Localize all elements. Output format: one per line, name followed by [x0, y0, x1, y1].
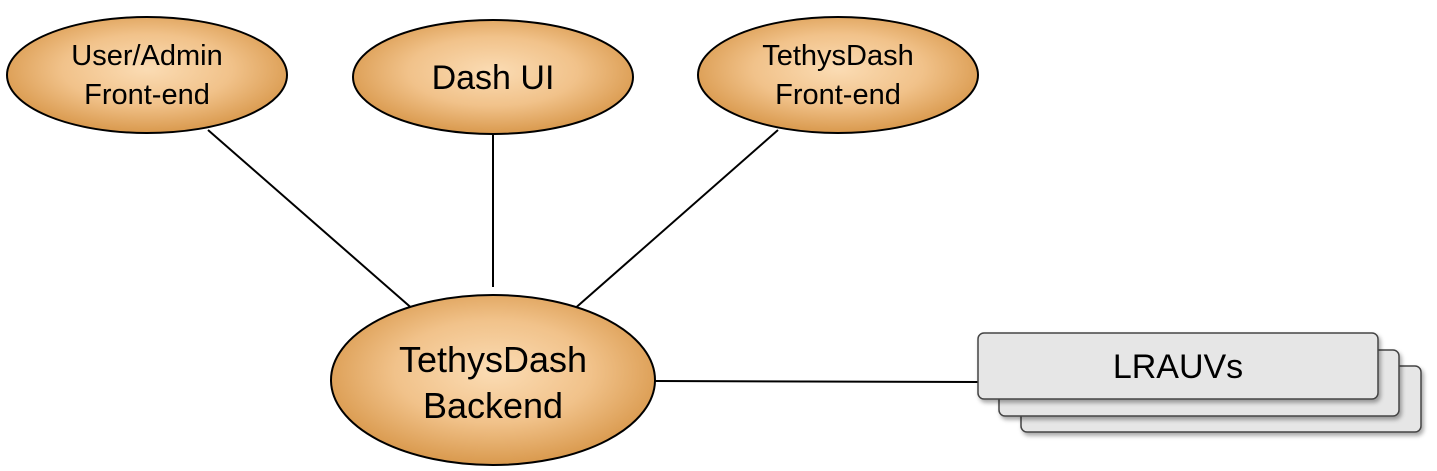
dash-ui-node: Dash UI: [352, 19, 634, 135]
dash-ui-ellipse: [352, 19, 634, 135]
tethysdash-backend-label-line1: TethysDash: [399, 339, 587, 380]
lrauvs-label: LRAUVs: [1113, 348, 1243, 386]
edges: [207, 129, 980, 383]
admin-frontend-label-line1: User/Admin: [71, 40, 223, 72]
tethysdash-backend-ellipse: [330, 294, 656, 466]
edge-admin-backend: [207, 129, 416, 312]
lrauvs-node: LRAUVs: [977, 332, 1422, 433]
admin-frontend-ellipse: [6, 16, 288, 134]
tethysdash-frontend-label-line2: Front-end: [775, 79, 901, 111]
tethysdash-backend-label-line2: Backend: [423, 385, 563, 426]
tethysdash-backend-node: TethysDash Backend: [330, 294, 656, 466]
admin-frontend-node: User/Admin Front-end: [6, 16, 288, 134]
admin-frontend-label-line2: Front-end: [84, 79, 210, 111]
tethysdash-frontend-node: TethysDash Front-end: [697, 16, 979, 134]
lrauvs-box-front: [977, 332, 1379, 400]
edge-backend-lrauvs: [654, 380, 980, 383]
edge-tethysfront-backend: [571, 129, 779, 312]
tethysdash-frontend-label-line1: TethysDash: [762, 40, 914, 72]
dash-ui-label: Dash UI: [432, 59, 555, 97]
tethysdash-frontend-ellipse: [697, 16, 979, 134]
